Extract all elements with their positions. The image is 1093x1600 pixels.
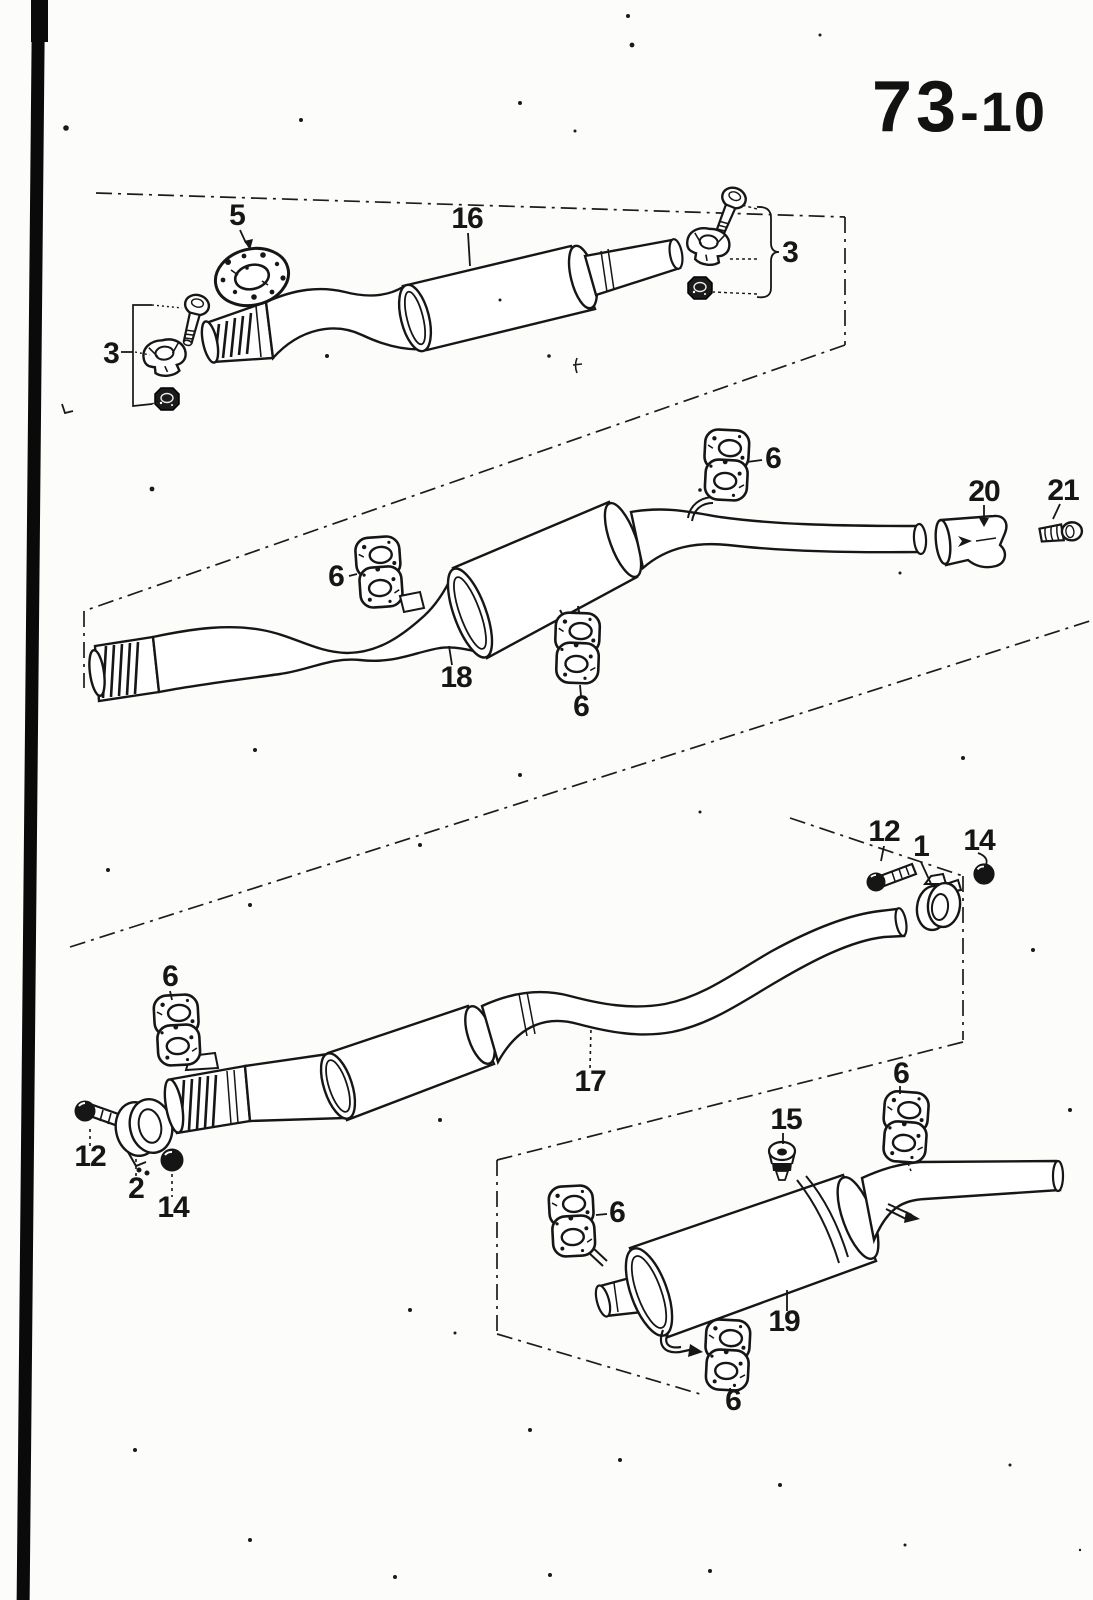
callout-silencer-18: 18 [440,661,472,694]
rubber-mounts-6 [151,427,931,1393]
mount-6-d [151,992,203,1068]
callout-silencer-16: 16 [451,202,483,235]
phantom-panel-lines [69,192,1093,1395]
callout-clamp-2: 2 [128,1172,145,1205]
clamp-kit-3-left [121,291,213,411]
callout-clamp-1: 1 [913,830,930,863]
mount-6-a [700,427,752,503]
page-number: 73 -10 [872,66,1047,148]
callout-bolt-21: 21 [1047,474,1079,507]
callout-clamp-kit-3-left: 3 [103,337,120,370]
callout-bolt-12-left: 12 [74,1140,106,1173]
center-exhaust-assembly [88,496,1084,703]
callout-mount-6-b: 6 [328,560,345,593]
callout-pipe-17: 17 [574,1065,606,1098]
plug-15 [767,1140,797,1181]
tailpipe-tip-20 [934,514,1008,569]
callout-mount-6-c: 6 [573,690,590,723]
mount-6-c [552,610,602,686]
bolt-12-right [866,862,918,892]
callout-mount-6-a: 6 [765,442,782,475]
callout-nut-14-right: 14 [963,824,995,857]
scan-edge-bar [16,0,48,1600]
callout-leaders [89,229,1061,1395]
ball-nut-14-left [160,1148,184,1172]
callout-tailpipe-20: 20 [968,475,1000,508]
callout-clamp-kit-3-right: 3 [782,236,799,269]
bolt-21 [1038,521,1084,543]
callout-mount-6-d: 6 [162,960,179,993]
callout-gasket-5: 5 [229,199,246,232]
page-number-minor: -10 [960,80,1048,143]
bracket-3-left [121,304,153,407]
callout-mount-6-g: 6 [725,1384,742,1417]
callout-plug-15: 15 [770,1103,802,1136]
callout-mount-6-e: 6 [893,1057,910,1090]
mount-6-f [546,1183,598,1259]
front-exhaust-assembly [200,238,684,364]
scan-noise [61,14,1082,1579]
callout-silencer-19: 19 [768,1305,800,1338]
bracket-3-right [756,206,780,299]
clamp-kit-3-right [683,183,780,300]
mount-6-b [353,534,405,610]
mount-6-e [879,1089,931,1165]
callout-nut-14-left: 14 [157,1191,189,1224]
rear-silencer-assembly [587,1140,1065,1357]
page-number-major: 73 [872,67,961,147]
lower-exhaust-assembly [74,862,996,1176]
mount-6-g [701,1317,753,1393]
ball-nut-14-right [972,862,996,886]
band-clamp-2 [114,1098,174,1176]
gasket-5 [213,246,291,308]
callout-bolt-12-right: 12 [868,815,900,848]
callout-mount-6-f: 6 [609,1196,626,1229]
pipe-clamp-1 [915,872,963,932]
